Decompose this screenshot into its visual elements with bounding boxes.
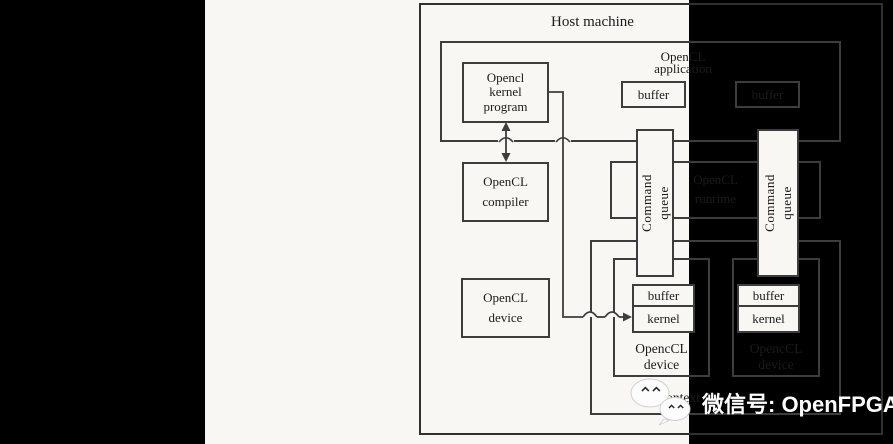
dev1-line1: OpencCL xyxy=(635,341,688,356)
opencl-runtime-box xyxy=(610,161,821,219)
device2-buffer-kernel-stack: buffer kernel xyxy=(737,284,800,333)
device1-kernel-box: kernel xyxy=(647,311,680,326)
queue-left-line2: queue xyxy=(656,186,672,220)
runtime-line2: runrime xyxy=(694,191,737,206)
kprog-line1: Opencl xyxy=(486,69,525,85)
dev1-line2: device xyxy=(643,356,680,372)
opencl-runtime-label: OpenCL runrime xyxy=(673,170,758,208)
queue-left-line1: Command xyxy=(639,174,655,232)
host-machine-label: Host machine xyxy=(551,14,634,30)
host-machine-box xyxy=(419,3,883,435)
queue-right-line1: Command xyxy=(762,174,778,232)
opencl-compiler-label: OpenCL compiler xyxy=(482,172,528,212)
command-queue-left-box: Command queue xyxy=(636,129,674,277)
context-box xyxy=(590,240,841,415)
scan-page: Host machine OpenCL application Opencl k… xyxy=(205,0,883,444)
opencl-device-box: OpenCL device xyxy=(461,278,550,338)
runtime-line1: OpenCL xyxy=(693,172,738,187)
compiler-line2: compiler xyxy=(482,194,529,209)
command-queue-left-label: Command queue xyxy=(638,174,672,232)
hdev-line2: device xyxy=(488,310,523,325)
command-queue-right-box: Command queue xyxy=(757,129,799,277)
command-queue-right-label: Command queue xyxy=(761,174,795,232)
host-buffer-box-2: buffer xyxy=(735,81,800,108)
opencl-application-label: OpenCL application xyxy=(633,49,733,76)
app-label-line1: OpenCL xyxy=(660,49,706,64)
opencl-kernel-program-box: Opencl kernel program xyxy=(462,62,549,123)
compiler-line1: OpenCL xyxy=(483,174,528,189)
device2-kernel-box: kernel xyxy=(752,311,785,326)
opencl-kernel-program-label: Opencl kernel program xyxy=(483,69,528,115)
hdev-line1: OpenCL xyxy=(483,290,528,305)
opencl-compiler-box: OpenCL compiler xyxy=(462,162,549,222)
dev2-line1: OpencCL xyxy=(749,341,803,356)
watermark-text: 微信号: OpenFPGA xyxy=(702,392,893,417)
device1-buffer-kernel-stack: buffer kernel xyxy=(632,284,695,333)
wechat-icon xyxy=(630,378,691,426)
opencl-device-label: OpenCL device xyxy=(483,288,528,328)
kprog-line2: kernel xyxy=(489,84,522,100)
app-label-line2: application xyxy=(654,60,712,76)
queue-right-line2: queue xyxy=(779,186,795,220)
kprog-line3: program xyxy=(483,98,528,114)
host-buffer-box-1: buffer xyxy=(621,81,686,108)
device2-buffer-box: buffer xyxy=(739,286,798,307)
dev2-line2: device xyxy=(758,356,794,372)
context-device1-label: OpencCL device xyxy=(613,341,710,372)
device1-buffer-box: buffer xyxy=(634,286,693,307)
context-device2-label: OpencCL device xyxy=(732,341,820,372)
